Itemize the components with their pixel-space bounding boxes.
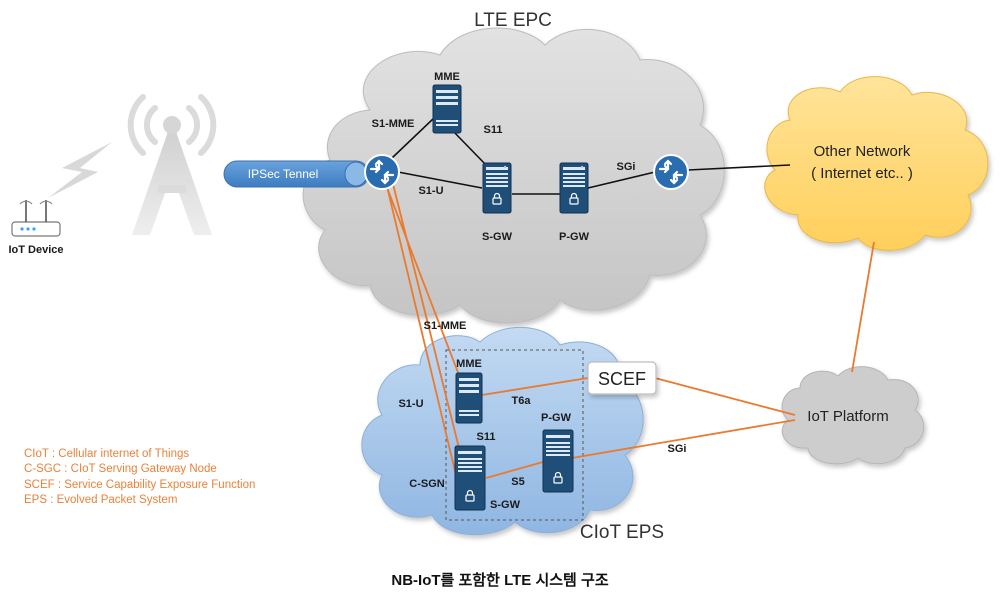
legend-item: SCEF : Service Capability Exposure Funct… [24, 479, 255, 491]
ipsec-tunnel-label: IPSec Tennel [248, 167, 319, 181]
legend: CIoT : Cellular internet of Things C-SGC… [24, 448, 255, 506]
legend-item: C-SGC : CIoT Serving Gateway Node [24, 463, 217, 475]
epc-s11-label: S11 [484, 124, 503, 136]
lte-epc-title: LTE EPC [474, 10, 552, 31]
link-pgw-platform [571, 419, 796, 459]
eps-s11-label: S11 [477, 431, 496, 443]
ipsec-tunnel: IPSec Tennel [223, 160, 370, 188]
epc-pgw-server-icon [559, 162, 589, 214]
eps-pgw-label: P-GW [541, 412, 572, 424]
other-network-label-2: ( Internet etc.. ) [811, 165, 913, 182]
epc-s1u-label: S1-U [418, 185, 443, 197]
epc-sgw-server-icon [482, 162, 512, 214]
iot-device-label: IoT Device [8, 244, 63, 256]
link-router-cgsn-b [389, 171, 471, 493]
link-mme-scef [481, 377, 589, 396]
epc-s1mme-label: S1-MME [372, 118, 415, 130]
scef-label: SCEF [598, 369, 646, 389]
link-pgw-sgi-router [587, 171, 656, 189]
other-network-label-1: Other Network [814, 143, 911, 160]
link-scef-platform [654, 377, 796, 416]
scef-box: SCEF [587, 361, 657, 395]
eps-cgsn-label: C-SGN [409, 478, 445, 490]
eps-mme-label: MME [456, 358, 482, 370]
eps-mme-server-icon [455, 372, 483, 424]
eps-t6a-label: T6a [512, 395, 532, 407]
epc-router-icon [363, 153, 401, 191]
link-router-sgw [397, 171, 483, 189]
ciot-eps-title: CIoT EPS [580, 522, 664, 543]
eps-pgw-server-icon [542, 429, 574, 493]
link-cgsn-pgw [485, 461, 544, 479]
link-router-mme-epc [391, 117, 435, 159]
link-mme-sgw [451, 129, 488, 167]
epc-pgw-label: P-GW [559, 231, 590, 243]
link-platform-other [851, 241, 875, 373]
eps-s1u-label: S1-U [398, 398, 423, 410]
epc-mme-label: MME [434, 71, 460, 83]
other-network-cloud [764, 76, 989, 251]
epc-mme-server-icon [432, 84, 462, 134]
eps-sgi-label: SGi [668, 443, 687, 455]
eps-s5-label: S5 [511, 476, 524, 488]
iot-device-router-icon [11, 200, 61, 237]
lightning-bolt-icon [48, 142, 112, 198]
epc-links [391, 117, 791, 195]
eps-cgsn-server-icon [454, 445, 486, 511]
cell-tower-icon [127, 94, 217, 235]
iot-platform-label: IoT Platform [807, 408, 888, 425]
link-router-mme [380, 171, 468, 397]
figure-caption: NB-IoT를 포함한 LTE 시스템 구조 [391, 571, 608, 589]
epc-sgw-label: S-GW [482, 231, 513, 243]
legend-item: EPS : Evolved Packet System [24, 494, 177, 506]
link-sgi-router-other [687, 164, 791, 171]
epc-sgi-label: SGi [617, 161, 636, 173]
ciot-links [380, 171, 875, 493]
link-router-cgsn-a [384, 177, 461, 493]
eps-s1mme-label: S1-MME [424, 320, 467, 332]
eps-sgw-label: S-GW [490, 499, 521, 511]
sgi-router-icon [652, 153, 690, 191]
legend-item: CIoT : Cellular internet of Things [24, 448, 189, 460]
